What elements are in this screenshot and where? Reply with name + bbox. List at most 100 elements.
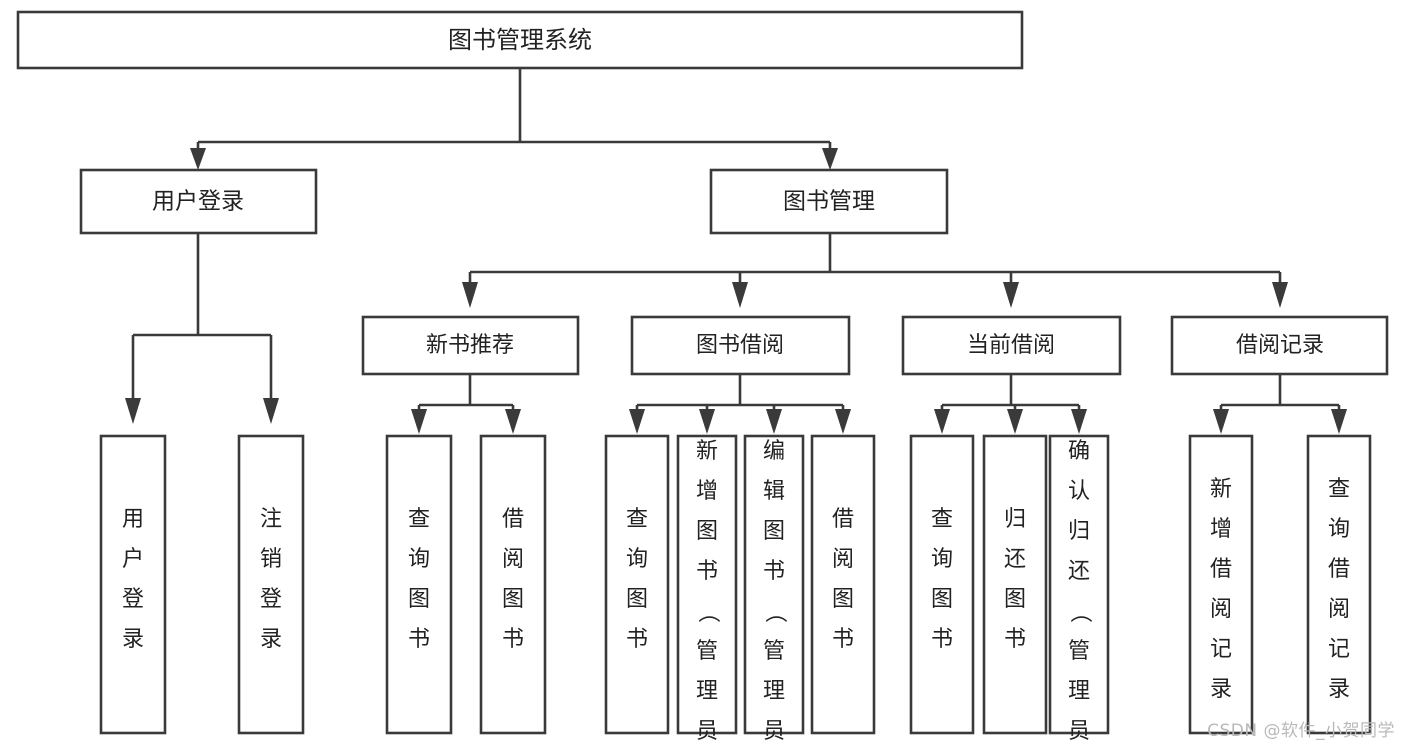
node-user-login-box[interactable]	[79, 168, 318, 235]
node-root[interactable]: 图书管理系统	[16, 10, 1024, 70]
arrow-records-leaf-2	[1331, 409, 1347, 434]
node-book-borrow[interactable]: 图书借阅	[630, 315, 851, 376]
leaf-label-char: 阅	[1210, 597, 1232, 622]
leaf-label-char: 归	[1004, 507, 1026, 532]
leaf-logout-box[interactable]	[237, 434, 305, 735]
node-current-borrow-box[interactable]	[901, 315, 1122, 376]
node-new-book-recommend-label: 新书推荐	[426, 333, 514, 358]
node-book-management-label: 图书管理	[783, 189, 875, 215]
leaf-add-borrow-record-box[interactable]	[1188, 434, 1254, 735]
arrow-bookmgmt-to-current	[1003, 282, 1019, 308]
leaf-label-char: 销	[260, 547, 282, 572]
leaf-user-login[interactable]: 用户登录	[99, 434, 167, 735]
leaf-label-char: 录	[1328, 677, 1350, 702]
leaf-label-char: 用	[122, 507, 144, 532]
leaf-label-char: （	[1067, 601, 1092, 623]
arrow-current-leaf-1	[934, 409, 950, 434]
node-borrow-records-label: 借阅记录	[1236, 333, 1324, 358]
leaf-label-char: 登	[260, 587, 282, 612]
leaf-label-char: 注	[260, 507, 282, 532]
node-new-book-recommend-box[interactable]	[361, 315, 580, 376]
leaf-label-char: 理	[696, 679, 718, 704]
arrow-current-leaf-3	[1071, 409, 1087, 434]
leaf-label-char: 增	[1210, 517, 1232, 542]
node-user-login[interactable]: 用户登录	[79, 168, 318, 235]
leaf-label-char: 查	[408, 507, 430, 532]
node-book-borrow-box[interactable]	[630, 315, 851, 376]
arrow-bookmgmt-to-borrow	[732, 282, 748, 308]
leaf-label-char: 认	[1068, 479, 1090, 504]
leaf-label-char: 记	[1210, 637, 1232, 662]
leaf-return-book-box[interactable]	[982, 434, 1048, 735]
leaf-label-char: 理	[1068, 679, 1090, 704]
leaf-label-char: 员	[696, 719, 718, 744]
leaf-label-char: 新	[1210, 477, 1232, 502]
leaf-label-char: 编	[763, 439, 785, 464]
node-book-management-box[interactable]	[709, 168, 949, 235]
leaf-label-char: 记	[1328, 637, 1350, 662]
arrow-bookmgmt-to-records	[1272, 282, 1288, 308]
leaf-label-char: 还	[1004, 547, 1026, 572]
leaf-label-char: 录	[122, 627, 144, 652]
node-borrow-records-box[interactable]	[1170, 315, 1389, 376]
node-root-box[interactable]	[16, 10, 1024, 70]
arrow-borrow-leaf-4	[835, 409, 851, 434]
leaf-user-login-box[interactable]	[99, 434, 167, 735]
leaf-label-char: 归	[1068, 519, 1090, 544]
leaf-label-char: 借	[1328, 557, 1350, 582]
leaf-query-book-current-box[interactable]	[909, 434, 975, 735]
leaf-user-login-label-group: 用户登录	[122, 507, 144, 652]
leaf-label-char: （	[695, 601, 720, 623]
leaf-label-char: 员	[1068, 719, 1090, 744]
leaf-query-book-newbook-box[interactable]	[385, 434, 453, 735]
node-current-borrow-label: 当前借阅	[967, 333, 1055, 358]
leaf-query-book-borrow-box[interactable]	[604, 434, 670, 735]
leaf-label-char: 图	[1004, 587, 1026, 612]
leaf-label-char: 查	[626, 507, 648, 532]
node-new-book-recommend[interactable]: 新书推荐	[361, 315, 580, 376]
leaf-label-char: 查	[1328, 477, 1350, 502]
leaf-label-char: 询	[626, 547, 648, 572]
leaf-query-borrow-record-box[interactable]	[1306, 434, 1372, 735]
leaf-label-char: 书	[408, 627, 430, 652]
node-borrow-records[interactable]: 借阅记录	[1170, 315, 1389, 376]
leaf-label-char: 理	[763, 679, 785, 704]
leaf-edit-book-admin-box[interactable]	[743, 434, 805, 735]
node-current-borrow[interactable]: 当前借阅	[901, 315, 1122, 376]
arrow-borrow-leaf-1	[629, 409, 645, 434]
leaf-label-char: 管	[696, 639, 718, 664]
connector-layer	[125, 68, 1347, 434]
leaf-confirm-return-admin-box[interactable]	[1048, 434, 1110, 735]
leaf-label-char: 书	[626, 627, 648, 652]
leaf-label-char: 图	[626, 587, 648, 612]
leaf-add-book-admin-box[interactable]	[676, 434, 738, 735]
node-book-borrow-label: 图书借阅	[696, 333, 784, 358]
leaf-label-char: 书	[832, 627, 854, 652]
arrow-current-leaf-2	[1007, 409, 1023, 434]
leaf-label-char: 书	[1004, 627, 1026, 652]
leaf-borrow-book-box[interactable]	[810, 434, 876, 735]
node-book-management[interactable]: 图书管理	[709, 168, 949, 235]
leaf-borrow-book-newbook-box[interactable]	[479, 434, 547, 735]
